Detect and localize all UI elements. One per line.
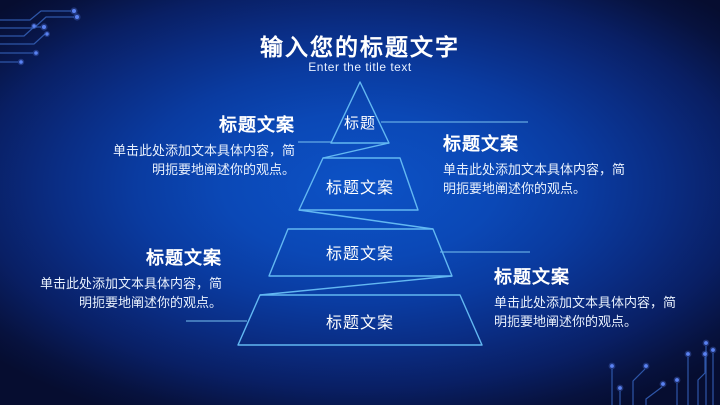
- callout-body-line: 单击此处添加文本具体内容，简: [494, 295, 677, 310]
- callout-body-line: 明扼要地阐述你的观点。: [443, 181, 587, 196]
- circuit-dots-bottom-right-icon: [608, 339, 717, 392]
- pyramid-level-3-label: 标题文案: [326, 245, 394, 263]
- callout-heading: 标题文案: [219, 115, 295, 135]
- callout-bottom-right: 标题文案 单击此处添加文本具体内容，简 明扼要地阐述你的观点。: [494, 263, 676, 331]
- callout-heading: 标题文案: [146, 248, 222, 268]
- callout-body-line: 明扼要地阐述你的观点。: [78, 295, 222, 310]
- pyramid-level-2-label: 标题文案: [326, 179, 394, 197]
- callout-body-line: 明扼要地阐述你的观点。: [494, 314, 638, 329]
- circuit-traces-bottom-right-icon: [611, 346, 714, 405]
- pyramid-level-4-shape: [237, 294, 483, 346]
- circuit-dots-top-left-icon: [17, 7, 81, 66]
- callout-heading: 标题文案: [443, 134, 519, 154]
- pyramid-diagram: [237, 81, 483, 346]
- slide-title: 输入您的标题文字: [260, 34, 460, 60]
- callout-connector-lines: [186, 121, 530, 322]
- callout-bottom-left: 标题文案 单击此处添加文本具体内容，简 明扼要地阐述你的观点。: [40, 244, 222, 312]
- pyramid-twist-1: [322, 142, 390, 159]
- pyramid-twist-3: [259, 275, 453, 296]
- callout-body-line: 单击此处添加文本具体内容，简: [39, 276, 222, 291]
- callout-top-left: 标题文案 单击此处添加文本具体内容，简 明扼要地阐述你的观点。: [113, 111, 295, 179]
- callout-top-right: 标题文案 单击此处添加文本具体内容，简 明扼要地阐述你的观点。: [443, 130, 625, 198]
- callout-body-line: 单击此处添加文本具体内容，简: [443, 162, 626, 177]
- callout-body-line: 单击此处添加文本具体内容，简: [112, 143, 295, 158]
- pyramid-level-4-label: 标题文案: [326, 314, 394, 332]
- pyramid-level-1-shape: [330, 81, 390, 144]
- pyramid-level-2-shape: [298, 157, 419, 211]
- callout-heading: 标题文案: [494, 267, 570, 287]
- pyramid-level-1-label: 标题: [344, 115, 376, 132]
- callout-body-line: 明扼要地阐述你的观点。: [151, 162, 295, 177]
- slide-subtitle: Enter the title text: [308, 60, 412, 74]
- pyramid-twist-2: [298, 209, 434, 230]
- circuit-traces-top-left-icon: [0, 10, 74, 63]
